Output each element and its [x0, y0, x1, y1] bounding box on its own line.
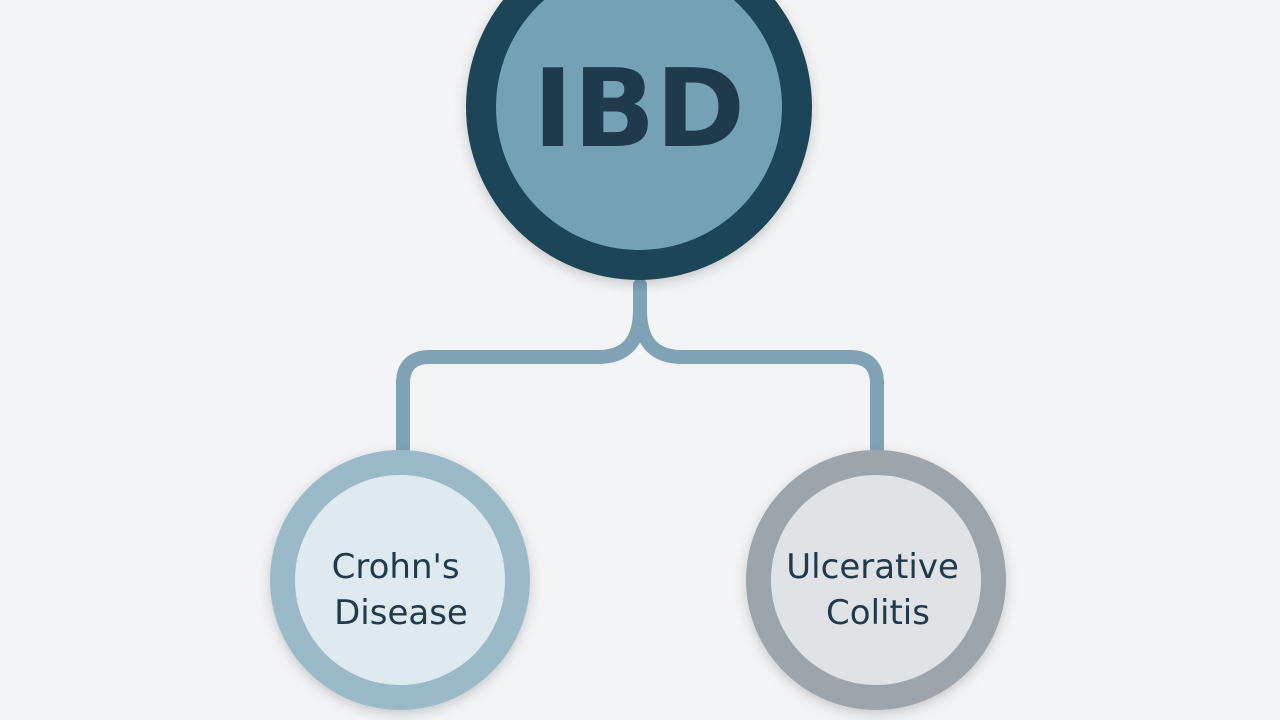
- connector-right: [633, 303, 884, 455]
- root-node-fill: [496, 0, 782, 250]
- child-node-crohns-fill: [295, 475, 505, 685]
- child-node-ulcerative-colitis-line-2: Colitis: [826, 593, 930, 633]
- child-node-ulcerative-colitis-label: Ulcerative Colitis: [786, 547, 969, 633]
- connector-lines: [396, 278, 884, 455]
- child-node-crohns-label: Crohn's Disease: [332, 547, 471, 633]
- child-node-crohns-line-2: Disease: [334, 593, 468, 633]
- root-node: IBD: [466, 0, 812, 280]
- child-node-ulcerative-colitis-fill: [771, 475, 981, 685]
- child-node-ulcerative-colitis-line-1: Ulcerative: [786, 547, 959, 587]
- connector-left: [396, 278, 647, 455]
- child-node-crohns-line-1: Crohn's: [332, 547, 460, 587]
- child-node-crohns: Crohn's Disease: [270, 450, 530, 710]
- child-node-ulcerative-colitis: Ulcerative Colitis: [746, 450, 1006, 710]
- root-node-label: IBD: [533, 47, 745, 172]
